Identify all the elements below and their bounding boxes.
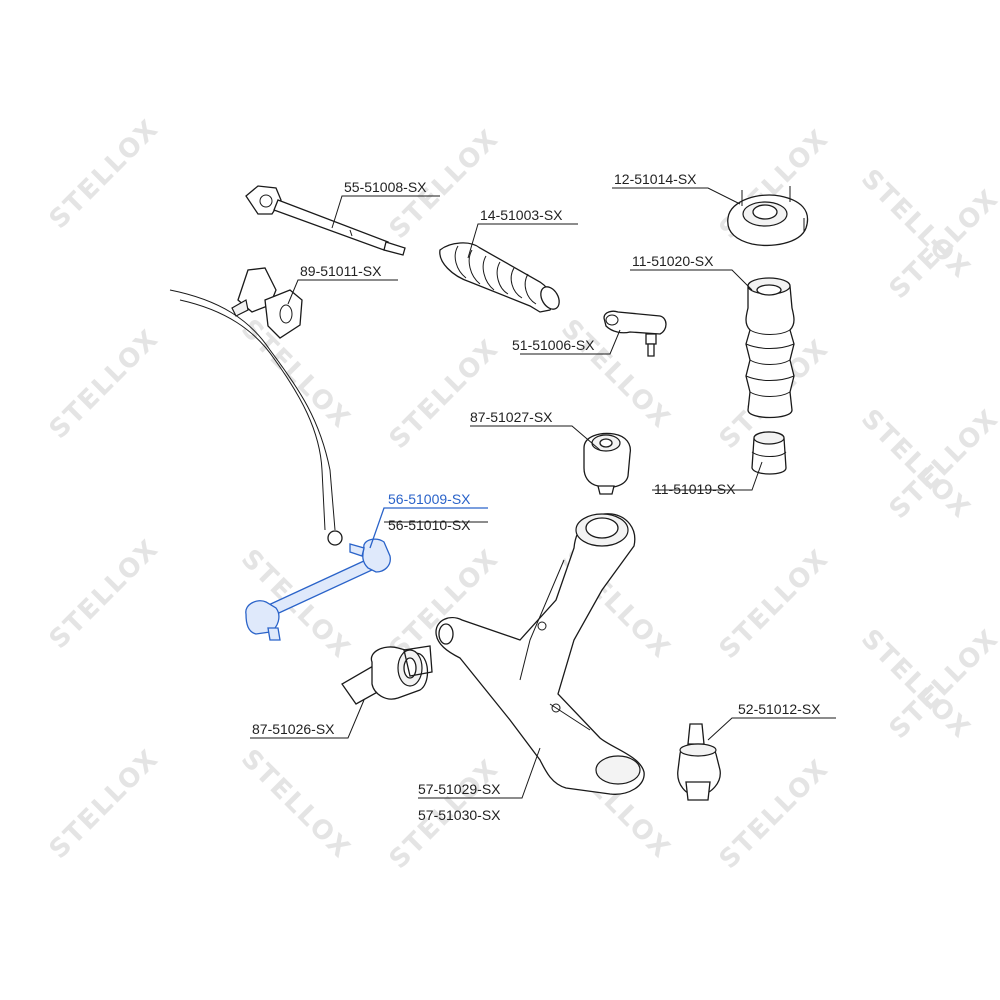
label-tie-rod: 55-51008-SX (344, 179, 427, 195)
dust-boot[interactable] (745, 277, 795, 419)
arm-bushing-front[interactable] (341, 645, 433, 705)
label-strut-mount: 12-51014-SX (614, 171, 697, 187)
label-stabilizer-link-1: 56-51009-SX (388, 491, 471, 507)
label-steering-boot: 14-51003-SX (480, 207, 563, 223)
label-stabilizer-bushing: 89-51011-SX (300, 263, 382, 279)
label-dust-boot: 11-51020-SX (632, 253, 714, 269)
watermark-text: STELLOX (44, 744, 165, 865)
strut-mount[interactable] (727, 186, 809, 247)
label-tie-rod-end: 51-51006-SX (512, 337, 595, 353)
label-stabilizer-link-2: 56-51010-SX (388, 517, 471, 533)
tie-rod-end[interactable] (603, 310, 667, 357)
leader-lines (250, 187, 836, 799)
part-labels: 55-51008-SX 89-51011-SX 14-51003-SX 51-5… (252, 171, 821, 823)
ball-joint[interactable] (677, 723, 721, 801)
label-control-arm-2: 57-51030-SX (418, 807, 501, 823)
watermark-text: STELLOX (714, 544, 835, 665)
label-ball-joint: 52-51012-SX (738, 701, 821, 717)
watermark-text: STELLOX (235, 744, 356, 865)
watermark-text: STELLOX (44, 534, 165, 655)
stabilizer-bar (169, 289, 343, 546)
watermark-text: STELLOX (384, 334, 505, 455)
watermark-text: STELLOX (235, 314, 356, 435)
watermark-layer: STELLOX STELLOX STELLOX STELLOX STELLOX … (44, 114, 1000, 875)
watermark-text: STELLOX (44, 324, 165, 445)
label-arm-bushing-rear: 87-51027-SX (470, 409, 553, 425)
watermark-text: STELLOX (44, 114, 165, 235)
steering-boot[interactable] (439, 242, 563, 313)
bump-stop[interactable] (751, 431, 787, 475)
label-control-arm-1: 57-51029-SX (418, 781, 501, 797)
tie-rod[interactable] (245, 185, 406, 256)
watermark-text: STELLOX (714, 754, 835, 875)
label-arm-bushing-front: 87-51026-SX (252, 721, 335, 737)
stabilizer-bushing[interactable] (231, 267, 303, 339)
arm-bushing-rear[interactable] (583, 432, 632, 495)
lower-control-arm[interactable] (435, 513, 645, 795)
label-bump-stop: 11-51019-SX (654, 481, 736, 497)
